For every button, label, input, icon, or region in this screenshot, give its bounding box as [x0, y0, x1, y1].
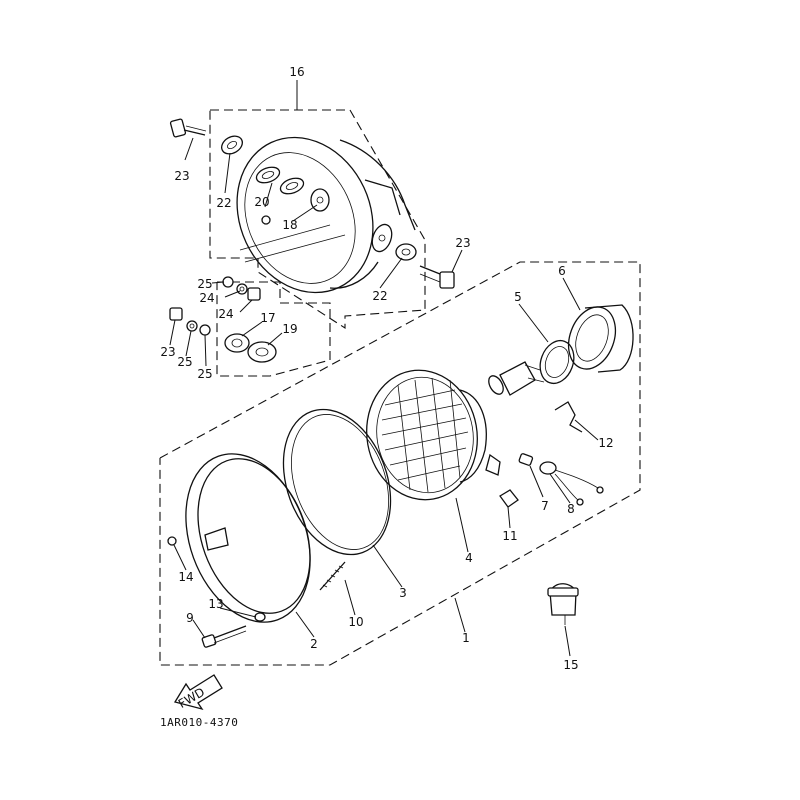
fwd-arrow: FWD [173, 674, 223, 711]
callout-19: 19 [282, 322, 297, 336]
callout-15: 15 [563, 658, 578, 672]
grommet-21-right [395, 243, 417, 261]
callout-3: 3 [399, 586, 407, 600]
callout-8: 8 [567, 502, 575, 516]
callout-22-right: 23 [455, 236, 470, 250]
callout-2: 2 [310, 637, 318, 651]
headlight-rim [167, 453, 311, 623]
callout-16: 16 [289, 65, 304, 79]
headlight-bulb [488, 361, 545, 396]
pilot-bulb [518, 453, 534, 466]
bolt-22-left [169, 118, 207, 138]
drawing-code: 1AR010-4370 [160, 716, 238, 729]
group-outline-hardware [216, 281, 331, 377]
callout-10: 10 [348, 615, 363, 629]
lens-unit [366, 369, 501, 501]
callout-21-left: 22 [216, 196, 231, 210]
callout-24-top: 25 [197, 277, 212, 291]
callout-23-bottom: 23 [160, 345, 175, 359]
callout-numbers: 16 23 22 20 18 23 22 25 24 24 23 25 25 1… [160, 65, 613, 672]
callout-9: 9 [186, 611, 194, 625]
callout-25-top: 24 [199, 291, 214, 305]
hardware-set [169, 276, 277, 363]
callout-14: 14 [178, 570, 193, 584]
spring-clip [554, 401, 583, 433]
callout-6: 6 [558, 264, 566, 278]
washer-13 [254, 612, 266, 622]
pilot-socket [539, 461, 604, 506]
grommet-21-left [221, 135, 243, 155]
callout-18: 18 [282, 218, 297, 232]
bolt-22-right [419, 265, 455, 289]
callout-23-top: 24 [218, 307, 233, 321]
spare-bulb [547, 583, 579, 625]
nut-11 [499, 489, 519, 508]
callout-13: 13 [208, 597, 223, 611]
callout-12: 12 [598, 436, 613, 450]
callout-11: 11 [502, 529, 517, 543]
callout-1: 1 [462, 631, 470, 645]
callout-24-bottom: 25 [197, 367, 212, 381]
callout-22-left: 23 [174, 169, 189, 183]
callout-17: 17 [260, 311, 275, 325]
group-outline-headlight [159, 261, 641, 666]
callout-21-right: 22 [372, 289, 387, 303]
callout-20: 20 [254, 195, 269, 209]
group-outline-housing [209, 109, 426, 330]
adjuster-10 [319, 561, 346, 591]
callout-25-bottom: 25 [177, 355, 192, 369]
callout-4: 4 [465, 551, 473, 565]
bulb-cover [567, 304, 634, 373]
bulb-holder-ring [539, 339, 575, 385]
callout-7: 7 [541, 499, 549, 513]
headlight-housing [236, 136, 416, 294]
gasket-ring [282, 408, 392, 556]
callout-5: 5 [514, 290, 522, 304]
screw-9 [201, 625, 247, 648]
leader-lines [169, 80, 599, 657]
